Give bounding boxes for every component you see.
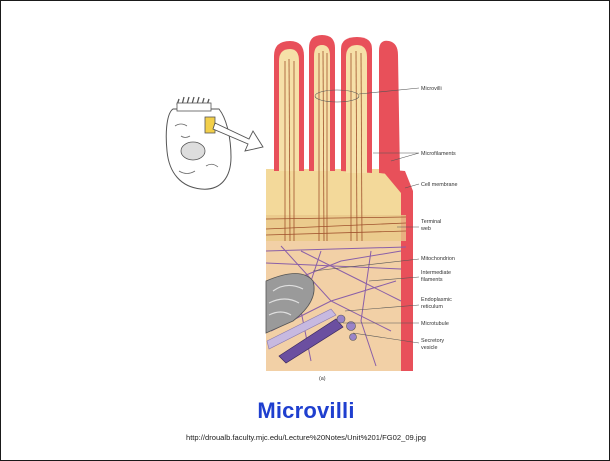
label-secretory: Secretory (421, 338, 444, 344)
label-microtubule: Microtubule (421, 321, 449, 327)
cell-thumbnail (166, 97, 231, 189)
slide-title: Microvilli (1, 398, 610, 424)
label-cell-membrane: Cell membrane (421, 182, 458, 188)
label-intermediate: Intermediate (421, 270, 451, 276)
label-terminal: Terminal (421, 219, 441, 225)
label-microvilli: Microvilli (421, 86, 442, 92)
label-web: web (420, 226, 431, 232)
label-reticulum: reticulum (421, 304, 443, 310)
label-mitochondrion: Mitochondrion (421, 256, 455, 262)
microvilli-diagram: Microvilli Microfilaments Cell membrane … (1, 1, 610, 401)
label-microfilaments: Microfilaments (421, 151, 456, 157)
panel-letter: (a) (319, 376, 326, 382)
label-filaments: filaments (421, 277, 443, 283)
source-url: http://droualb.faculty.mjc.edu/Lecture%2… (1, 433, 610, 442)
microvilli-projections (274, 35, 400, 175)
label-vesicle: vesicle (421, 345, 437, 351)
label-endoplasmic: Endoplasmic (421, 297, 452, 303)
